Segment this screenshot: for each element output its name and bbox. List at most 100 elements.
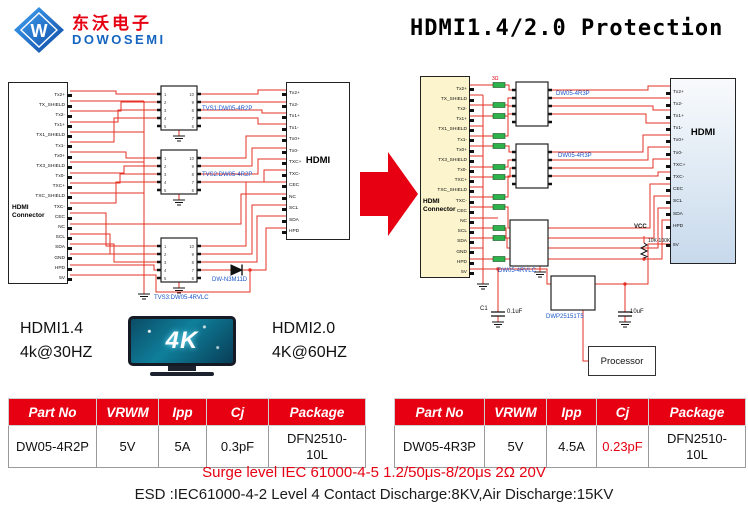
connector-pin: CEC	[421, 207, 474, 217]
connector-pin: TXC_SHIELD	[421, 187, 474, 197]
connector-pin: Tx2+	[9, 91, 72, 101]
tvs-array-label: DW05-4RVLC	[498, 268, 536, 274]
logo-monogram: W	[31, 21, 48, 41]
hdmi-pin: NC	[282, 193, 349, 205]
pin-stub	[469, 271, 474, 275]
surge-note: Surge level IEC 61000-4-5 1.2/50μs-8/20μ…	[202, 464, 546, 481]
logo-diamond-icon: W	[14, 7, 64, 53]
pin-stub	[469, 98, 474, 102]
pin-stub	[67, 165, 72, 169]
pin-stub	[282, 231, 287, 235]
pin-stub	[666, 164, 671, 168]
pin-stub	[666, 176, 671, 180]
spec-value-row: DW05-4R2P 5V 5A 0.3pF DFN2510- 10L	[8, 425, 366, 468]
svg-text:7: 7	[192, 116, 195, 121]
svg-text:6: 6	[192, 188, 195, 193]
pin-stub	[67, 247, 72, 251]
hdmi-pin: Tx0-	[282, 147, 349, 159]
vrwm-cell: 5V	[484, 425, 547, 468]
pin-stub	[67, 114, 72, 118]
spec-header-cell: VRWM	[484, 398, 547, 426]
svg-text:5: 5	[164, 124, 167, 129]
diode-label: DW-N3M11D	[212, 277, 248, 283]
diode-symbol	[230, 264, 244, 276]
package-cell: DFN2510- 10L	[648, 425, 746, 468]
svg-text:5: 5	[164, 188, 167, 193]
spec-table-left: Part No VRWM Ipp Cj Package DW05-4R2P 5V…	[8, 398, 366, 468]
tv-stand-base	[150, 372, 214, 376]
hdmi20-caption-subtitle: 4K@60HZ	[272, 344, 347, 361]
spec-header-cell: Ipp	[158, 398, 207, 426]
connector-pin: GND	[9, 254, 72, 264]
hdmi-box-label: HDMI	[690, 127, 716, 138]
pin-stub	[67, 104, 72, 108]
hdmi-pin: SDA	[666, 209, 735, 221]
hdmi-pin: Tx1-	[666, 124, 735, 136]
pin-stub	[67, 186, 72, 190]
ic2-label: DW05-4R3P	[558, 153, 592, 159]
tvs1-label: TVS1:DW05-4R2P	[202, 106, 253, 112]
spec-header-cell: Package	[648, 398, 746, 426]
svg-text:7: 7	[192, 180, 195, 185]
pin-stub	[282, 104, 287, 108]
pin-stub	[67, 155, 72, 159]
connector-pin: TXC+	[421, 177, 474, 187]
spec-header-cell: Cj	[596, 398, 649, 426]
pin-stub	[282, 127, 287, 131]
connector-pin: Tx1-	[421, 136, 474, 146]
hdmi-pin: HPD	[282, 227, 349, 239]
pin-stub	[67, 135, 72, 139]
spec-header-cell: Part No	[8, 398, 97, 426]
connector-pin: Tx0+	[421, 146, 474, 156]
connector-pin: NC	[9, 223, 72, 233]
pin-stub	[67, 145, 72, 149]
ipp-cell: 5A	[158, 425, 207, 468]
pin-stub	[282, 208, 287, 212]
svg-text:6: 6	[192, 276, 195, 281]
pin-stub	[282, 185, 287, 189]
ipp-cell: 4.5A	[546, 425, 597, 468]
tv-screen-text: 4K	[165, 327, 199, 354]
svg-text:10: 10	[189, 244, 194, 249]
hdmi-pin: Tx0-	[666, 148, 735, 160]
svg-text:4: 4	[164, 116, 167, 121]
tvs2-label: TVS2:DW05-4R2P	[202, 172, 253, 178]
package-cell: DFN2510- 10L	[268, 425, 366, 468]
capacitor-symbols	[491, 311, 632, 317]
cap1-ref-label: C1	[480, 306, 488, 312]
svg-text:3: 3	[164, 172, 167, 177]
pin-stub	[282, 93, 287, 97]
pin-stub	[469, 119, 474, 123]
tvs-ic-bodies	[157, 85, 201, 283]
transition-arrow-icon	[360, 152, 418, 236]
svg-text:1: 1	[164, 156, 167, 161]
hdmi-pin: TXC+	[282, 158, 349, 170]
power-switch-label: DWP25151T5	[546, 314, 584, 320]
connector-pin: TX3_SHIELD	[9, 162, 72, 172]
connector-pin: CEC	[9, 213, 72, 223]
pin-stub	[67, 206, 72, 210]
hdmi-pin: TXC-	[282, 170, 349, 182]
pin-stub	[67, 257, 72, 261]
connector-pin: TXC-	[421, 197, 474, 207]
svg-text:1: 1	[164, 92, 167, 97]
hdmi20-schematic-drawing: 3Ω	[470, 76, 670, 362]
hdmi14-caption-subtitle: 4k@30HZ	[20, 344, 93, 361]
connector-pin: 5V	[9, 274, 72, 284]
part-no-cell: DW05-4R2P	[8, 425, 97, 468]
signal-wires	[70, 89, 286, 294]
pullup-resistor-symbol	[639, 242, 649, 259]
svg-text:1: 1	[164, 244, 167, 249]
ic1-label: DW05-4R3P	[556, 91, 590, 97]
part-no-cell: DW05-4R3P	[394, 425, 485, 468]
hdmi-pin: Tx2+	[666, 87, 735, 99]
connector-label: HDMI Connector	[423, 198, 456, 213]
connector-pin: TXC+	[9, 183, 72, 193]
pin-stub	[67, 125, 72, 129]
hdmi14-caption-title: HDMI1.4	[20, 320, 84, 337]
